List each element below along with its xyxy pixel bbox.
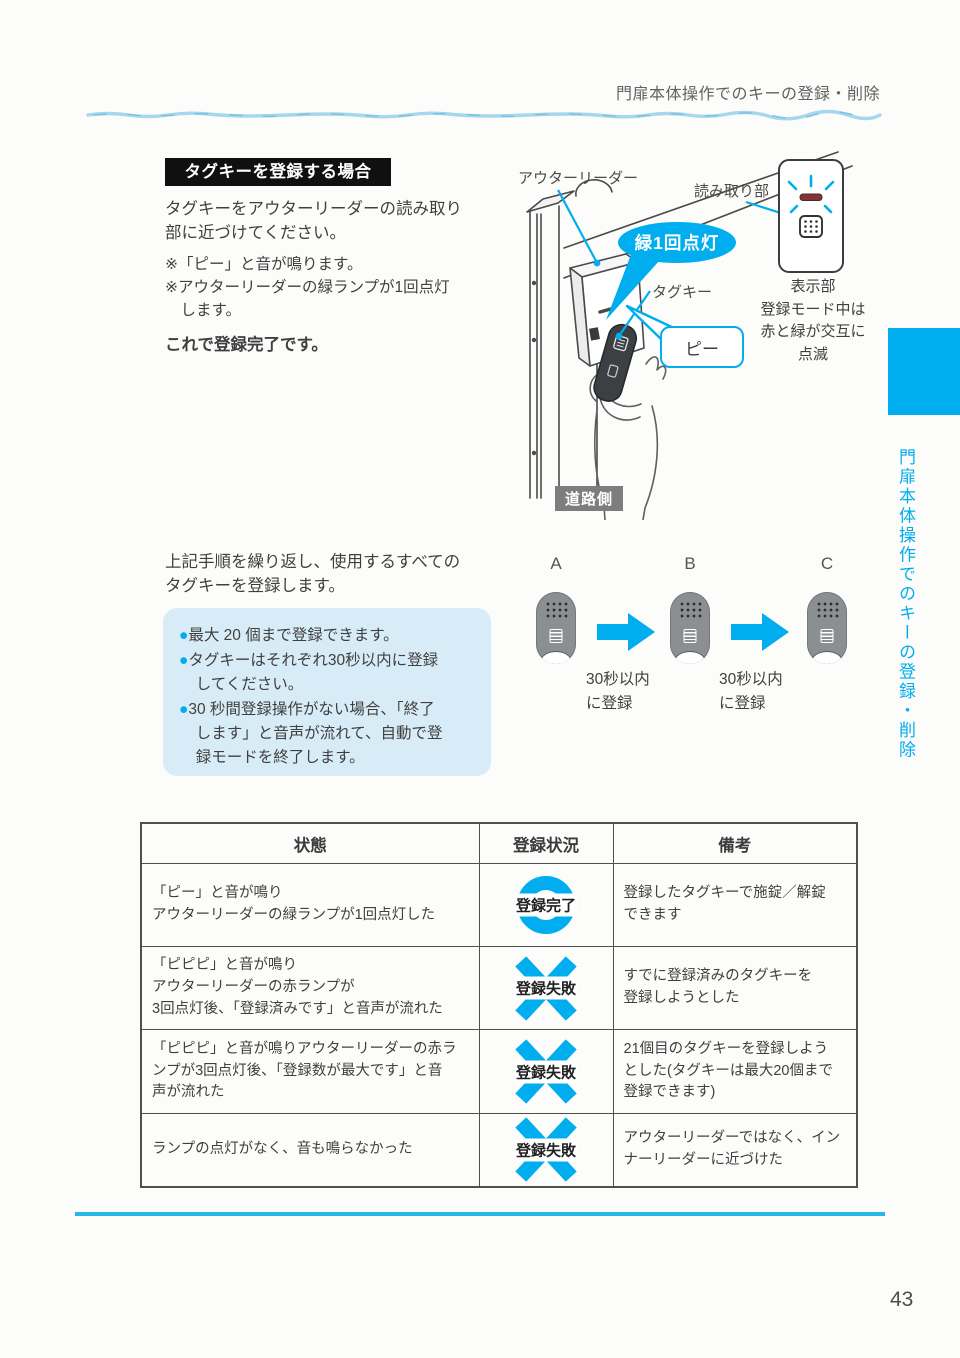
tag-key-bottom-oval	[540, 651, 572, 664]
state-cell: 「ピピピ」と音が鳴りアウターリーダーの赤ラ ンプが3回点灯後、「登録数が最大です…	[140, 1029, 480, 1114]
beep-speech-bubble: ピー	[660, 326, 744, 368]
completion-text: これで登録完了です。	[165, 336, 328, 354]
display-part-caption: 表示部 登録モード中は 赤と緑が交互に 点滅	[760, 278, 866, 363]
road-side-badge: 道路側	[555, 486, 623, 511]
header-state: 状態	[140, 822, 480, 864]
registration-failed-mark: 登録失敗	[514, 1119, 578, 1181]
gate-reader-illustration	[526, 151, 853, 520]
tag-key-logo	[820, 629, 834, 643]
tag-key-a	[536, 592, 576, 664]
header-status: 登録状況	[478, 822, 614, 864]
green-blink-balloon: 緑1回点灯	[618, 222, 736, 263]
note-item: 最大 20 個まで登録できます。	[179, 624, 479, 648]
state-cell: 「ピピピ」と音が鳴り アウターリーダーの赤ランプが 3回点灯後、「登録済みです」…	[140, 946, 480, 1030]
sequence-step-caption: 30秒以内 に登録	[719, 671, 783, 713]
state-cell: ランプの点灯がなく、音も鳴らなかった	[140, 1113, 480, 1187]
tag-key-speaker-dots	[679, 601, 702, 618]
table-header-row: 状態 登録状況 備考	[140, 822, 858, 864]
notes-highlight-box: 最大 20 個まで登録できます。 タグキーはそれぞれ30秒以内に登録 してくださ…	[163, 608, 491, 776]
header-remark: 備考	[612, 822, 858, 864]
remark-cell: 登録したタグキーで施錠／解錠 できます	[612, 863, 858, 947]
status-badge: 登録失敗	[514, 1138, 578, 1162]
tag-key-bottom-oval	[674, 651, 706, 664]
sequence-arrow-icon	[731, 613, 789, 651]
section-note-green-lamp: ※アウターリーダーの緑ランプが1回点灯 します。	[165, 279, 450, 320]
status-cell: 登録失敗	[478, 1029, 614, 1114]
sequence-key-letter-a: A	[550, 554, 562, 573]
tag-key-logo	[549, 629, 563, 643]
status-badge: 登録失敗	[514, 1060, 578, 1083]
tag-key-logo	[683, 629, 697, 643]
notes-list: 最大 20 個まで登録できます。 タグキーはそれぞれ30秒以内に登録 してくださ…	[179, 624, 479, 770]
remark-cell: 21個目のタグキーを登録しよう とした(タグキーは最大20個まで 登録できます)	[612, 1029, 858, 1114]
table-row: 「ピピピ」と音が鳴り アウターリーダーの赤ランプが 3回点灯後、「登録済みです」…	[140, 946, 858, 1030]
section-title: タグキーを登録する場合	[165, 158, 391, 186]
section-note-beep: ※「ピー」と音が鳴ります。	[165, 256, 363, 273]
remark-cell: すでに登録済みのタグキーを 登録しようとした	[612, 946, 858, 1030]
note-item: 30 秒間登録操作がない場合、「終了 します」と音声が流れて、自動で登 録モード…	[179, 698, 479, 770]
table-row: ランプの点灯がなく、音も鳴らなかった 登録失敗 アウターリーダーではなく、イン …	[140, 1113, 858, 1187]
registration-failed-mark: 登録失敗	[514, 1041, 578, 1103]
tag-key-b	[670, 592, 710, 664]
registration-success-mark: 登録完了	[514, 876, 578, 934]
sequence-arrow-icon	[597, 613, 655, 651]
note-item: タグキーはそれぞれ30秒以内に登録 してください。	[179, 649, 479, 697]
state-cell: 「ピー」と音が鳴り アウターリーダーの緑ランプが1回点灯した	[140, 863, 480, 947]
running-header: 門扉本体操作でのキーの登録・削除	[615, 86, 880, 103]
registration-failed-mark: 登録失敗	[514, 957, 578, 1019]
chapter-vertical-title: 門扉本体操作でのキーの登録・削除	[896, 448, 915, 760]
chapter-tab	[888, 328, 960, 415]
footer-rule	[75, 1212, 885, 1216]
status-cell: 登録失敗	[478, 946, 614, 1030]
sequence-step-caption: 30秒以内 に登録	[586, 671, 650, 713]
status-cell: 登録完了	[478, 863, 614, 947]
tag-key-speaker-dots	[545, 601, 568, 618]
tag-key-label: タグキー	[652, 284, 713, 301]
outer-reader-label: アウターリーダー	[518, 170, 639, 187]
tag-key-bottom-oval	[811, 651, 843, 664]
tag-key-speaker-dots	[816, 601, 839, 618]
remark-cell: アウターリーダーではなく、イン ナーリーダーに近づけた	[612, 1113, 858, 1187]
reading-part-label: 読み取り部	[694, 183, 770, 200]
status-badge: 登録完了	[514, 893, 578, 917]
registration-result-table: 状態 登録状況 備考 「ピー」と音が鳴り アウターリーダーの緑ランプが1回点灯し…	[140, 822, 858, 1188]
status-badge: 登録失敗	[514, 976, 578, 1000]
header-wavy-rule	[86, 109, 882, 121]
table-row: 「ピー」と音が鳴り アウターリーダーの緑ランプが1回点灯した 登録完了 登録した…	[140, 863, 858, 947]
page-number: 43	[890, 1288, 914, 1311]
table-row: 「ピピピ」と音が鳴りアウターリーダーの赤ラ ンプが3回点灯後、「登録数が最大です…	[140, 1029, 858, 1114]
status-cell: 登録失敗	[478, 1113, 614, 1187]
tag-key-c	[807, 592, 847, 664]
section-intro: タグキーをアウターリーダーの読み取り 部に近づけてください。	[165, 200, 462, 242]
repeat-instruction: 上記手順を繰り返し、使用するすべての タグキーを登録します。	[165, 553, 461, 595]
sequence-key-letter-c: C	[820, 554, 834, 573]
sequence-key-letter-b: B	[684, 554, 696, 573]
